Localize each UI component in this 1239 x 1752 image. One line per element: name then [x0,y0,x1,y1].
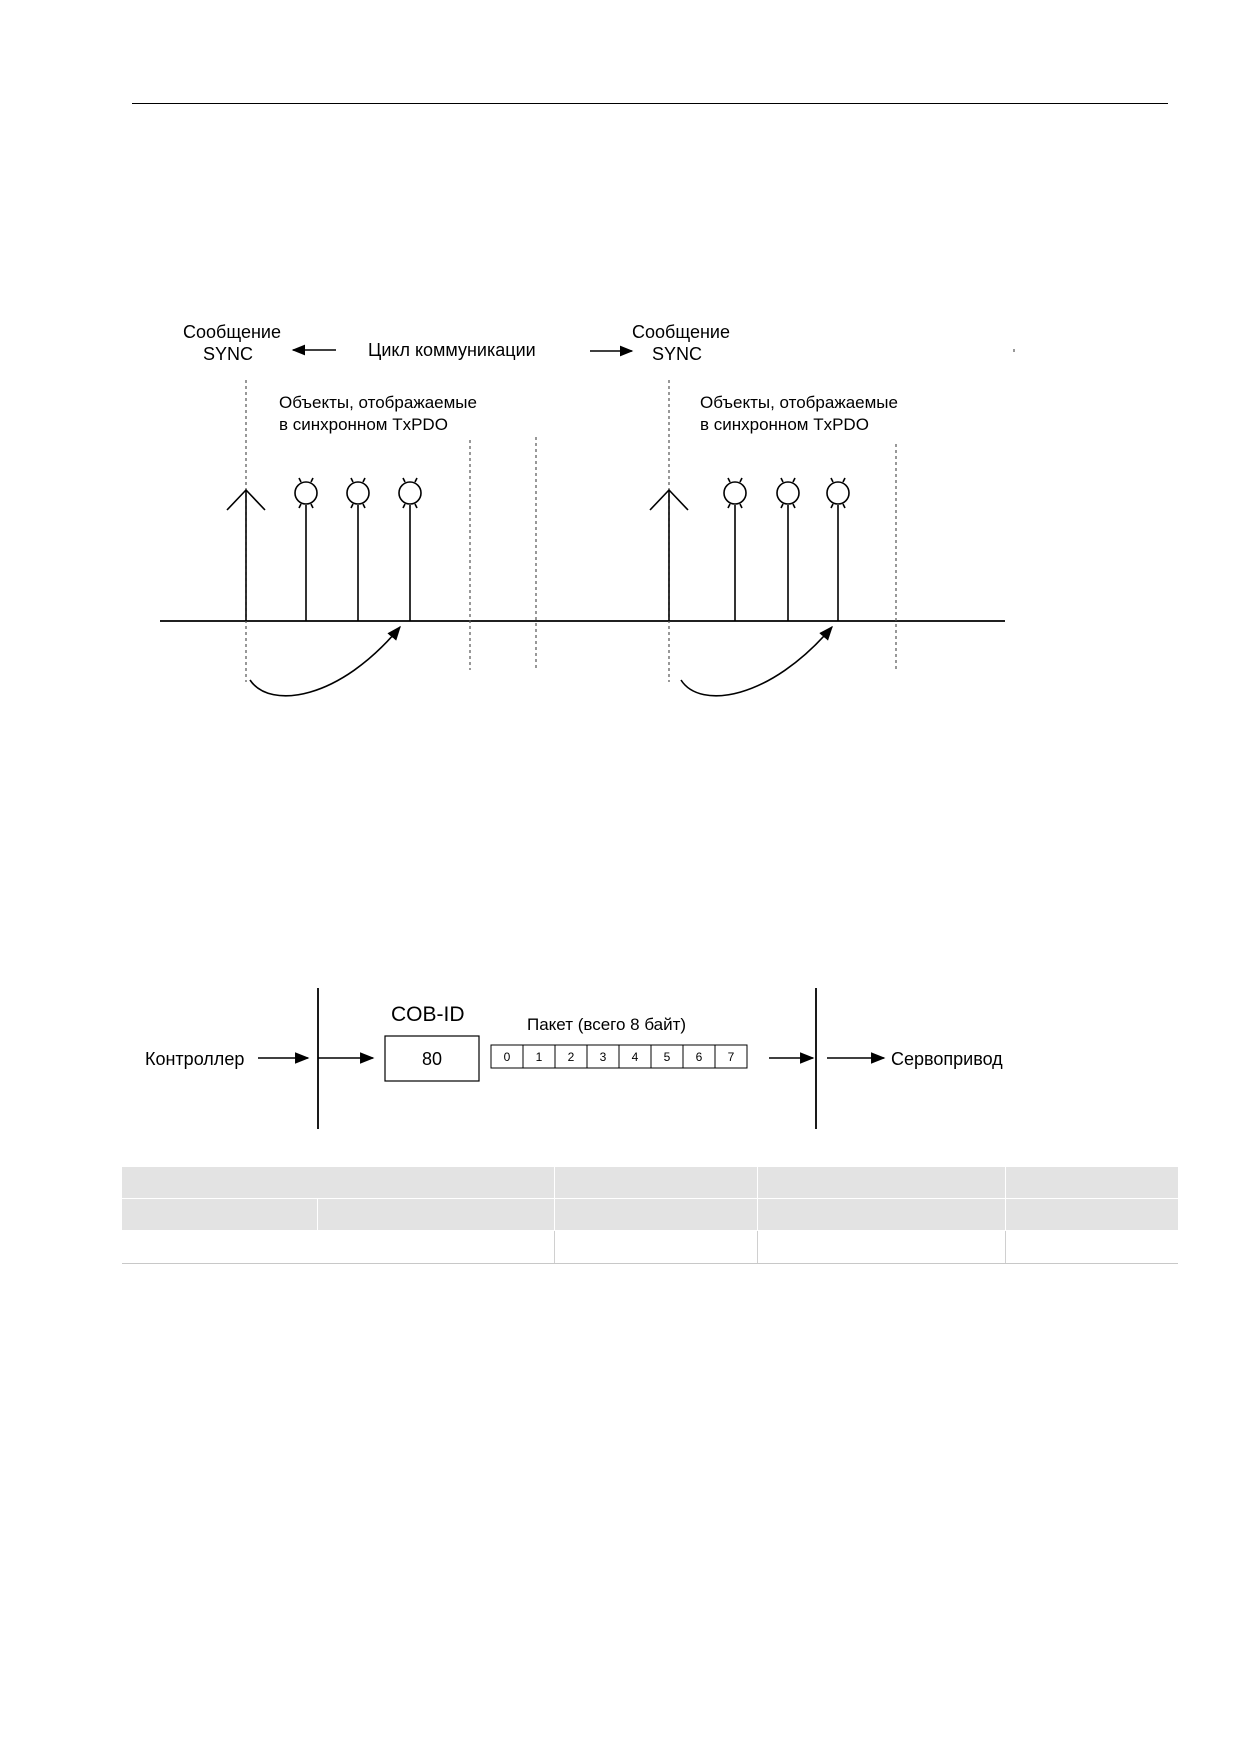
table-header-cell [122,1167,555,1199]
sync-label-right-line1: Сообщение [632,322,730,342]
table-header-cell [554,1167,758,1199]
object-pins-left [294,477,422,621]
sync-timing-diagram: Сообщение SYNC Цикл коммуникации Сообщен… [160,322,1015,697]
byte-label-3: 3 [600,1050,607,1064]
cycle-label: Цикл коммуникации [368,340,536,360]
byte-label-0: 0 [504,1050,511,1064]
header-rule [132,103,1168,104]
curved-arrow-right [680,625,833,697]
objects-label-left-line1: Объекты, отображаемые [279,393,477,412]
can-frame-diagram: Контроллер COB-ID 80 Пакет (всего 8 байт… [145,988,1003,1129]
table-cell [757,1230,1006,1264]
sender-label: Контроллер [145,1049,244,1069]
cob-id-box [384,1035,480,1082]
object-pins-right [723,477,850,621]
table-header-cell [757,1198,1006,1231]
sync-arrow-left [226,488,266,621]
table-header-cell [122,1198,318,1231]
packet-label: Пакет (всего 8 байт) [527,1015,686,1034]
byte-cells [490,1044,748,1069]
cob-id-label: COB-ID [391,1003,465,1026]
byte-label-1: 1 [536,1050,543,1064]
byte-label-4: 4 [632,1050,639,1064]
objects-label-left-line2: в синхронном TxPDO [279,415,448,434]
byte-cell-7 [714,1044,748,1069]
byte-label-5: 5 [664,1050,671,1064]
receiver-label: Сервопривод [891,1049,1003,1069]
table-header-cell [317,1198,555,1231]
table-cell [122,1230,555,1264]
cob-id-value: 80 [422,1049,442,1069]
object-table [122,1167,1178,1264]
curved-arrow-left [249,625,401,697]
table-header-cell [757,1167,1006,1199]
table-header-cell [1005,1198,1178,1231]
byte-label-2: 2 [568,1050,575,1064]
sync-label-left-line2: SYNC [203,344,253,364]
sync-arrow-right [649,488,689,621]
byte-label-7: 7 [728,1050,735,1064]
objects-label-right-line2: в синхронном TxPDO [700,415,869,434]
table-cell [554,1230,758,1264]
table-header-row-2 [122,1198,1178,1231]
table-header-cell [554,1198,758,1231]
sync-label-left-line1: Сообщение [183,322,281,342]
table-cell-diagonal [1005,1230,1178,1264]
table-row [122,1230,1178,1264]
sync-label-right-line2: SYNC [652,344,702,364]
objects-label-right-line1: Объекты, отображаемые [700,393,898,412]
table-header-cell [1005,1167,1178,1199]
byte-label-6: 6 [696,1050,703,1064]
diagrams: Сообщение SYNC Цикл коммуникации Сообщен… [145,322,1015,1129]
table-header-row-1 [122,1167,1178,1199]
